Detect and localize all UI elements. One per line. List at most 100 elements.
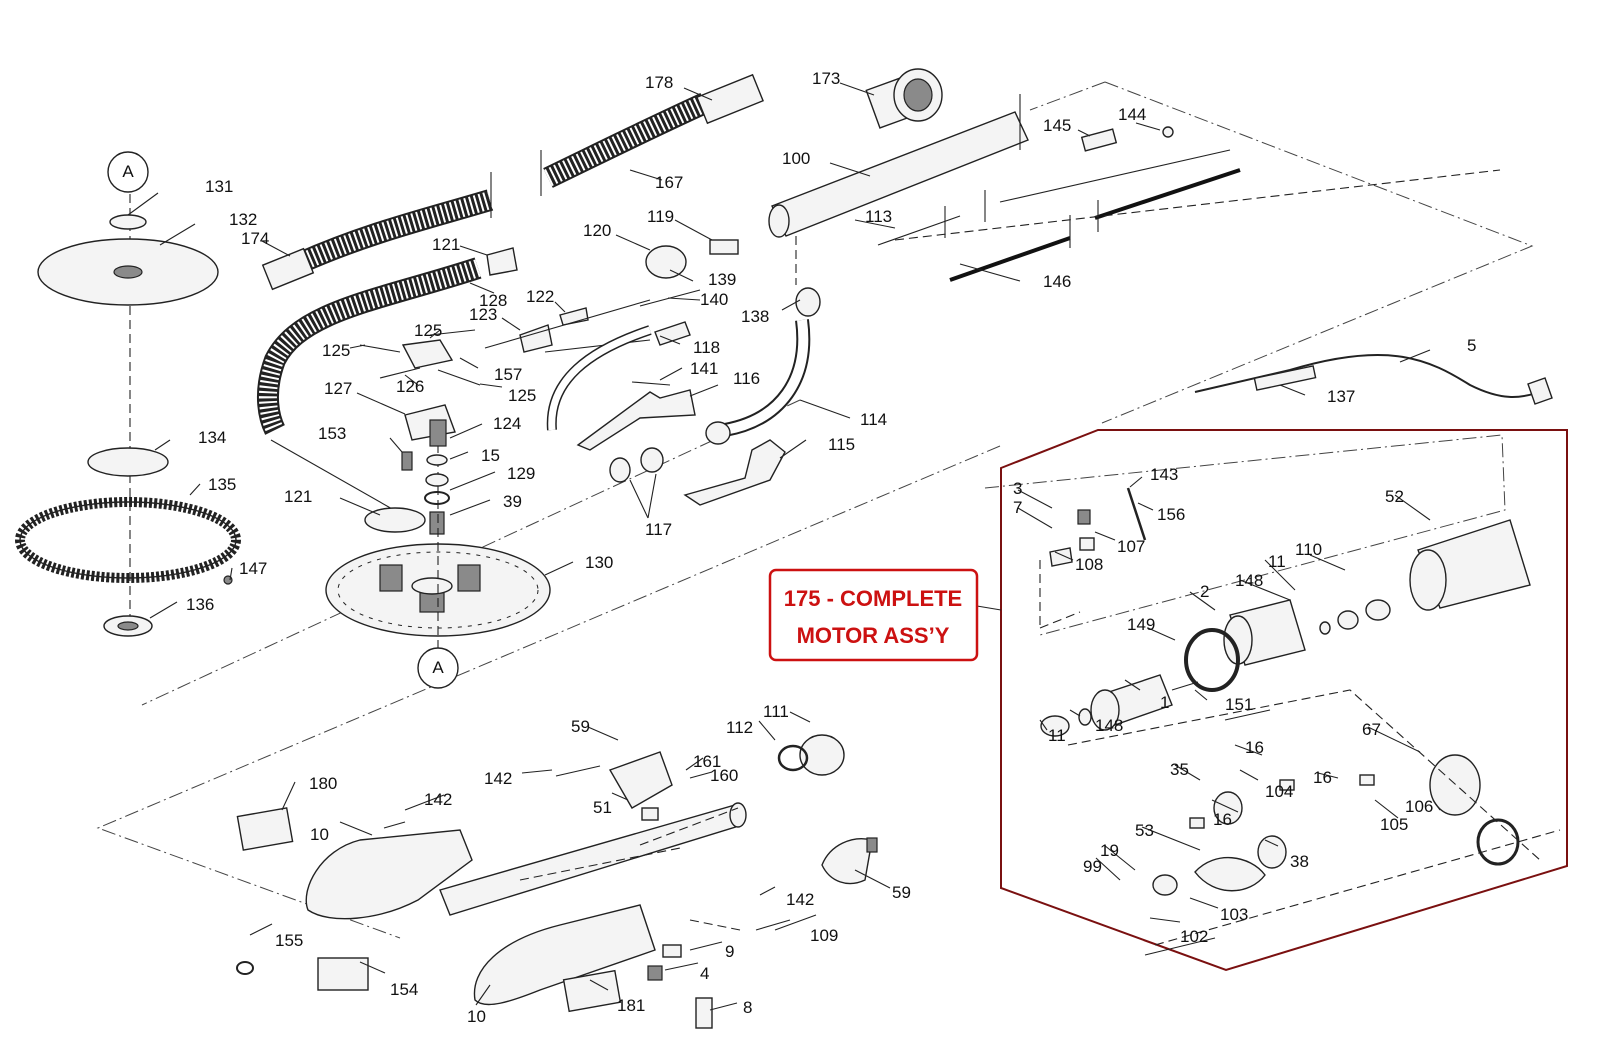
part-label: 138 (741, 307, 769, 326)
part-label: 110 (1295, 540, 1322, 559)
part-label: 125 (414, 321, 442, 340)
part-label: 142 (424, 790, 452, 809)
part-label: 3 (1013, 479, 1022, 498)
part-label: 155 (275, 931, 303, 950)
part-label: 19 (1100, 841, 1119, 860)
part-label: 105 (1380, 815, 1408, 834)
part-label: 122 (526, 287, 554, 306)
part-label: 144 (1118, 105, 1146, 124)
part-label: 151 (1225, 695, 1253, 714)
part-label: 148 (1095, 716, 1123, 735)
part-label: 52 (1385, 487, 1404, 506)
part-label: 59 (571, 717, 590, 736)
part-label: 129 (507, 464, 535, 483)
part-label: 127 (324, 379, 352, 398)
part-label: 117 (645, 520, 672, 539)
leader-lines (127, 82, 1441, 1011)
motor-internals (1039, 487, 1561, 956)
part-label: 135 (208, 475, 236, 494)
part-label: 59 (892, 883, 911, 902)
part-label: 53 (1135, 821, 1154, 840)
part-label: 178 (645, 73, 673, 92)
part-label: 157 (494, 365, 522, 384)
part-label: 16 (1213, 810, 1232, 829)
sanding-pad-stack (15, 180, 241, 637)
part-label: 16 (1313, 768, 1332, 787)
part-label: 9 (725, 942, 734, 961)
part-label: 126 (396, 377, 424, 396)
part-label: 113 (865, 207, 892, 226)
motor-assembly-frame (976, 429, 1568, 972)
part-label: 173 (812, 69, 840, 88)
part-label: 115 (828, 435, 855, 454)
part-label: 5 (1467, 336, 1476, 355)
part-label: 99 (1083, 857, 1102, 876)
part-label: 114 (860, 410, 887, 429)
part-label: 181 (617, 996, 645, 1015)
power-cord (1194, 354, 1553, 405)
part-label: 139 (708, 270, 736, 289)
part-label: 123 (469, 305, 497, 324)
part-label: 141 (690, 359, 718, 378)
part-label: 102 (1180, 927, 1208, 946)
reference-tag-top: A (107, 151, 149, 193)
part-label: 130 (585, 553, 613, 572)
part-label: 109 (810, 926, 838, 945)
part-label: 153 (318, 424, 346, 443)
part-label: 148 (1235, 571, 1263, 590)
part-label: 16 (1245, 738, 1264, 757)
part-label: 111 (763, 702, 789, 721)
part-label: 131 (205, 177, 233, 196)
tag-a-bottom-text: A (432, 658, 444, 677)
part-label: 121 (284, 487, 312, 506)
part-label: 116 (733, 369, 760, 388)
part-label: 136 (186, 595, 214, 614)
vacuum-hose-curved (257, 257, 482, 511)
callout-line-2: MOTOR ASS’Y (797, 623, 950, 648)
reference-tag-bottom: A (417, 647, 459, 689)
part-label: 145 (1043, 116, 1071, 135)
part-label: 147 (239, 559, 267, 578)
part-label: 134 (198, 428, 226, 447)
rod-and-cables (877, 126, 1501, 282)
part-label: 11 (1268, 552, 1286, 571)
part-label: 4 (700, 964, 709, 983)
part-label: 35 (1170, 760, 1189, 779)
part-label: 15 (481, 446, 500, 465)
sanding-head-plate (325, 430, 551, 648)
part-label: 180 (309, 774, 337, 793)
part-label: 7 (1013, 498, 1022, 517)
part-label: 39 (503, 492, 522, 511)
part-label: 10 (310, 825, 329, 844)
part-label: 142 (786, 890, 814, 909)
part-label: 38 (1290, 852, 1309, 871)
part-label: 128 (479, 291, 507, 310)
vacuum-hose-upper (261, 73, 764, 291)
part-label: 124 (493, 414, 521, 433)
lower-housing-parts (236, 734, 878, 1029)
part-label: 156 (1157, 505, 1185, 524)
part-label: 100 (782, 149, 810, 168)
part-label: 10 (467, 1007, 486, 1026)
tag-a-top-text: A (122, 162, 134, 181)
main-tube (768, 94, 1029, 285)
part-label: 149 (1127, 615, 1155, 634)
part-labels: 178 173 144 145 100 167 131 132 174 121 … (186, 69, 1476, 1026)
callout-line-1: 175 - COMPLETE (784, 586, 962, 611)
part-label: 103 (1220, 905, 1248, 924)
motor-assembly-callout: 175 - COMPLETE MOTOR ASS’Y (768, 568, 979, 662)
part-label: 143 (1150, 465, 1178, 484)
part-label: 108 (1075, 555, 1103, 574)
part-label: 2 (1200, 582, 1209, 601)
part-label: 1 (1160, 693, 1169, 712)
part-label: 154 (390, 980, 418, 999)
part-label: 137 (1327, 387, 1355, 406)
part-label: 121 (432, 235, 460, 254)
part-label: 142 (484, 769, 512, 788)
center-hardware (544, 239, 821, 506)
part-label: 107 (1117, 537, 1145, 556)
part-label: 51 (593, 798, 612, 817)
part-label: 174 (241, 229, 269, 248)
part-label: 146 (1043, 272, 1071, 291)
end-cap (865, 68, 943, 129)
